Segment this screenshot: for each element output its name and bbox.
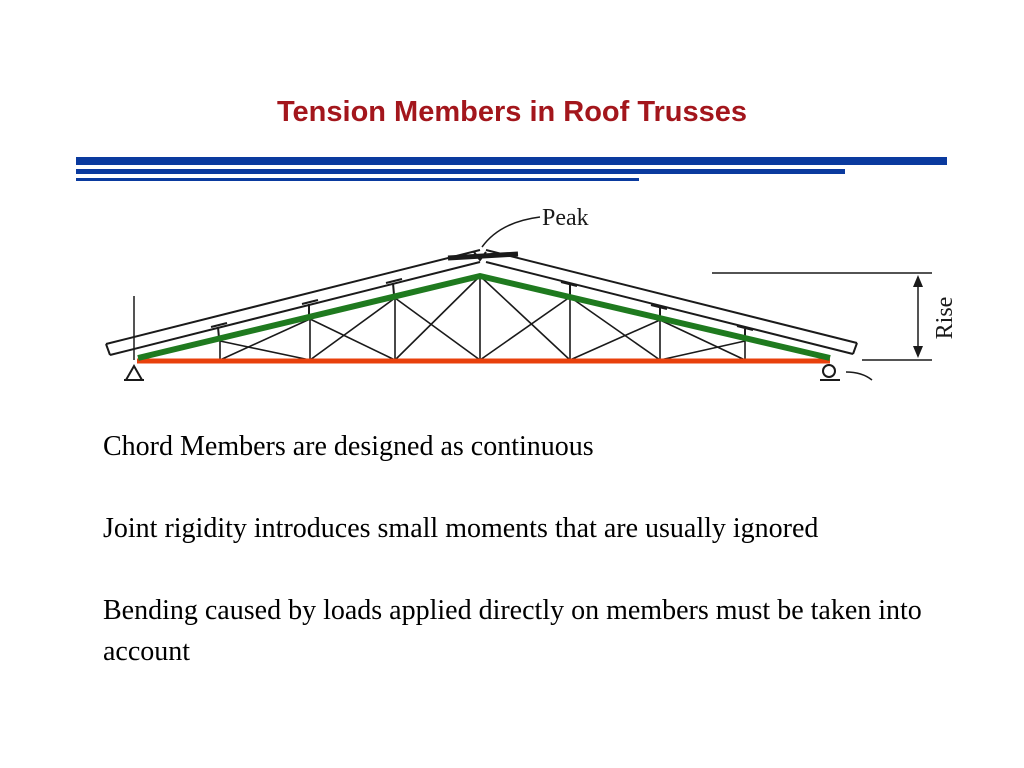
peak-leader bbox=[481, 216, 541, 248]
rise-label: Rise bbox=[932, 297, 958, 340]
title-rule-top bbox=[76, 157, 947, 165]
right-roller-support bbox=[822, 364, 836, 378]
peak-label: Peak bbox=[542, 205, 589, 231]
peak-joint bbox=[473, 251, 487, 262]
purlin-clips bbox=[210, 278, 754, 339]
paragraph-chord-members: Chord Members are designed as continuous bbox=[103, 431, 594, 462]
slide-title: Tension Members in Roof Trusses bbox=[276, 96, 747, 128]
top-chord-highlight bbox=[137, 273, 831, 361]
title-rule-bottom bbox=[76, 178, 639, 181]
paragraph-joint-rigidity: Joint rigidity introduces small moments … bbox=[103, 513, 819, 544]
right-overhang-curve bbox=[845, 371, 873, 381]
paragraph-bending: Bending caused by loads applied directly… bbox=[103, 595, 922, 667]
roof-truss-diagram: Peak Rise bbox=[105, 205, 958, 381]
title-rule-middle bbox=[76, 169, 845, 174]
rafter-outline bbox=[105, 249, 858, 356]
rise-arrow-down bbox=[913, 346, 923, 358]
left-pin-support bbox=[125, 363, 143, 381]
rise-arrow-up bbox=[913, 275, 923, 287]
body-text: Chord Members are designed as continuous… bbox=[103, 426, 933, 713]
web-members bbox=[219, 275, 746, 361]
